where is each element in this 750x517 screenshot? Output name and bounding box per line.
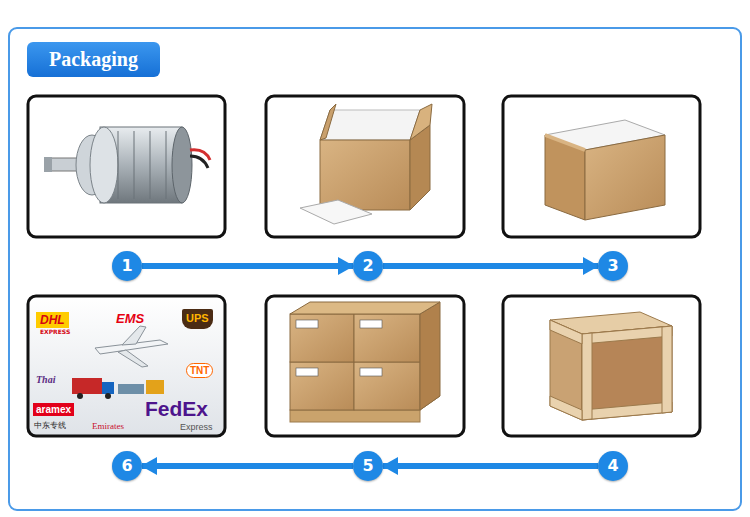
carrier-logo-text: EXPRESS: [40, 328, 70, 335]
step-circle: 5: [353, 451, 383, 481]
step-number: 5: [362, 458, 373, 474]
carrier-logo-text: Express: [180, 422, 213, 432]
step-number: 2: [362, 258, 373, 274]
flow-arrow: [142, 263, 353, 269]
step-circle: 2: [353, 251, 383, 281]
step-number: 4: [607, 458, 618, 474]
step-number: 1: [121, 258, 132, 274]
step-circle: 1: [112, 251, 142, 281]
flow-arrow: [383, 263, 598, 269]
flow-arrow: [142, 463, 353, 469]
step-circle: 4: [598, 451, 628, 481]
step-circle: 6: [112, 451, 142, 481]
title-tab: Packaging: [27, 42, 160, 77]
step-number: 3: [607, 258, 618, 274]
carrier-logo-text: UPS: [182, 309, 213, 329]
carrier-logo-text: DHL: [36, 312, 69, 328]
carrier-logo-text: TNT: [186, 363, 213, 378]
carrier-logo-text: FedEx: [145, 397, 208, 421]
carrier-logo-text: EMS: [116, 311, 144, 326]
carrier-logo-text: Thai: [36, 374, 55, 385]
step-circle: 3: [598, 251, 628, 281]
carrier-logo-text: Emirates: [92, 421, 124, 431]
step-number: 6: [121, 458, 132, 474]
carrier-logo-text: 中东专线: [34, 420, 66, 431]
carrier-logo-text: aramex: [33, 403, 74, 416]
flow-arrow: [383, 463, 598, 469]
